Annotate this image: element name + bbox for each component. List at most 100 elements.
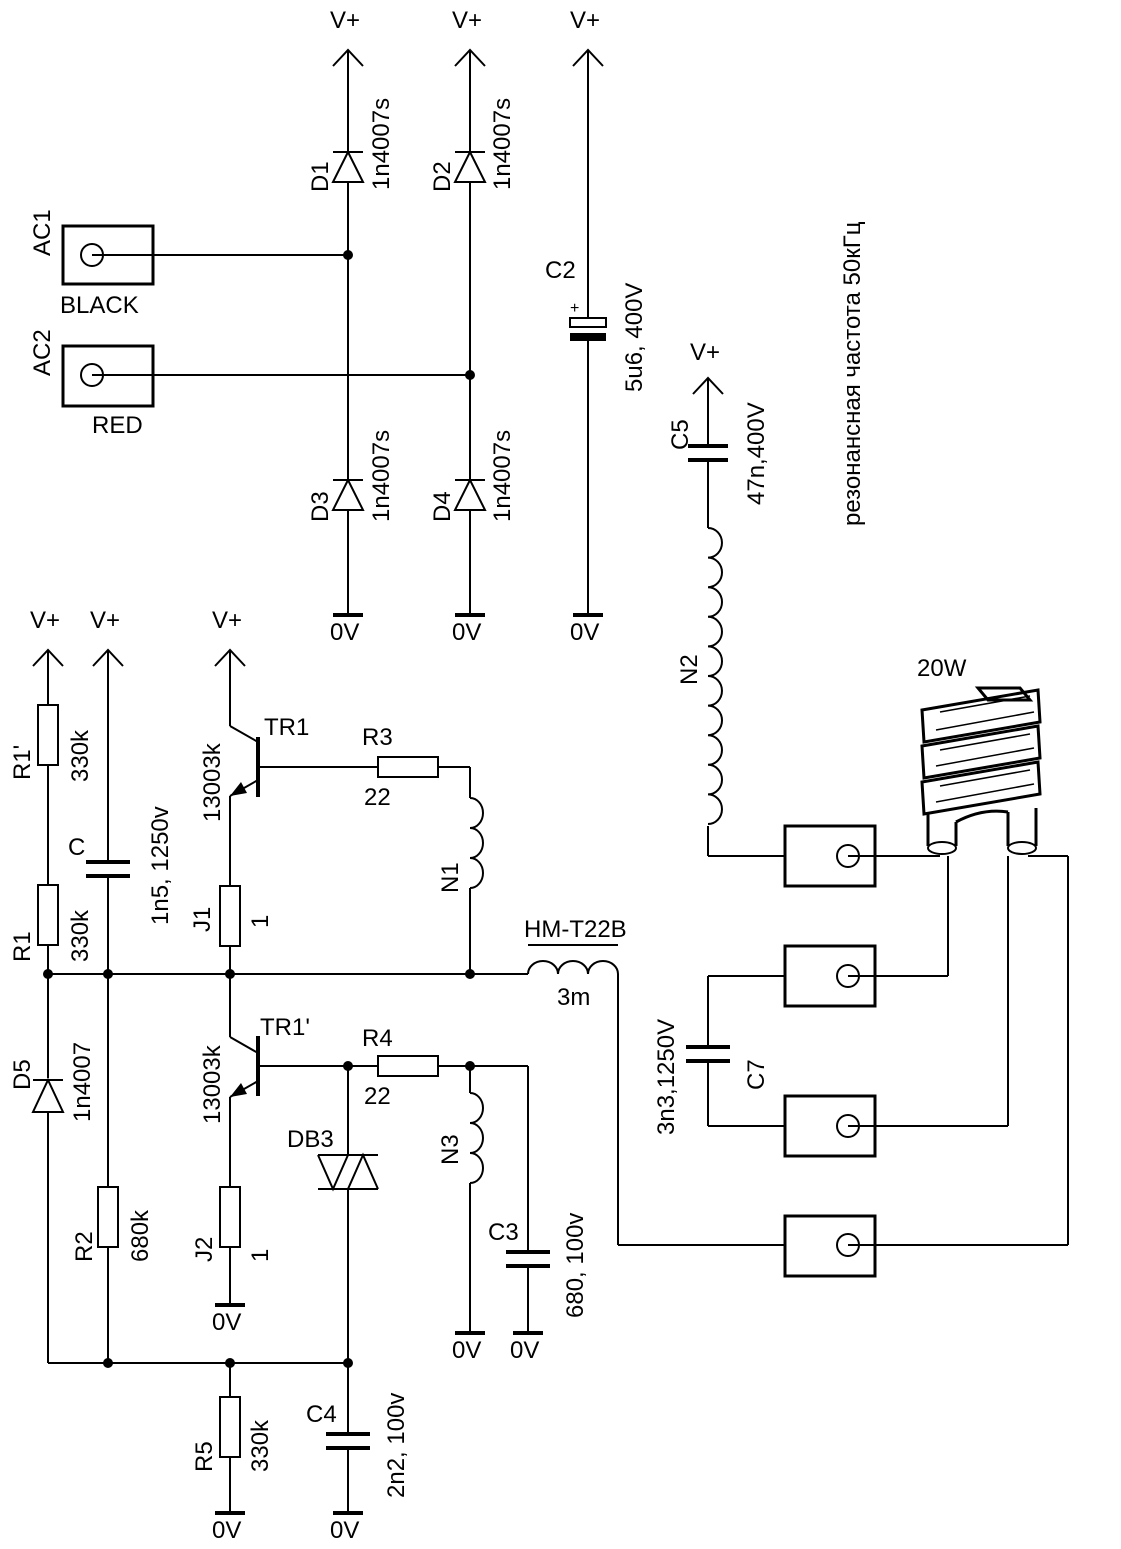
electrolytic-capacitor-icon: [569, 317, 607, 328]
svg-text:R4: R4: [362, 1025, 393, 1052]
terminal-icon: [836, 1114, 860, 1138]
svg-text:1n5, 1250v: 1n5, 1250v: [147, 806, 174, 925]
svg-text:N1: N1: [437, 862, 464, 893]
inductor-n1: N1: [437, 797, 484, 893]
terminal-icon: [836, 1233, 860, 1257]
lamp-terminals: [783, 824, 877, 1278]
svg-text:C: C: [68, 834, 85, 861]
vplus-label: V+: [330, 7, 360, 34]
resistor-r1-prime: R1' 330k: [9, 704, 94, 782]
vplus-label: V+: [690, 339, 720, 366]
svg-text:5u6, 400V: 5u6, 400V: [621, 283, 648, 392]
ac1-label: AC1: [29, 209, 56, 256]
vplus-arrow-icon: [572, 48, 604, 67]
resistor-icon: [219, 885, 241, 947]
diac-icon: [317, 1152, 379, 1192]
ground-label: 0V: [452, 1337, 481, 1364]
resistor-icon: [97, 1186, 119, 1248]
diode-d4: D4 1n4007s: [429, 430, 516, 522]
svg-text:3n3,1250V: 3n3,1250V: [653, 1019, 680, 1135]
svg-text:D1: D1: [307, 161, 334, 192]
terminal-icon: [836, 844, 860, 868]
resistor-icon: [219, 1396, 241, 1458]
terminal-icon: [80, 363, 104, 387]
svg-text:13003k: 13003k: [199, 1044, 226, 1124]
resistor-j1: J1 1: [189, 885, 274, 947]
svg-text:22: 22: [364, 1083, 391, 1110]
svg-text:1n4007s: 1n4007s: [489, 98, 516, 190]
ac2-color-label: RED: [92, 412, 143, 439]
connector-ac2: AC2 RED: [29, 329, 155, 439]
svg-text:D3: D3: [307, 491, 334, 522]
svg-text:13003k: 13003k: [199, 742, 226, 822]
svg-text:TR1: TR1: [264, 714, 309, 741]
svg-text:R1: R1: [9, 931, 36, 962]
svg-text:J2: J2: [191, 1237, 218, 1262]
svg-text:2n2, 100v: 2n2, 100v: [383, 1393, 410, 1498]
resistor-icon: [37, 884, 59, 946]
diode-d2: D2 1n4007s: [429, 98, 516, 192]
capacitor-c: C 1n5, 1250v: [68, 806, 174, 925]
svg-text:TR1': TR1': [260, 1014, 310, 1041]
svg-text:1n4007: 1n4007: [69, 1042, 96, 1122]
resistor-r3: R3 22: [362, 724, 439, 811]
svg-text:680, 100v: 680, 100v: [562, 1213, 589, 1318]
ground-label: 0V: [510, 1337, 539, 1364]
svg-text:N2: N2: [676, 654, 703, 685]
ground-label: 0V: [570, 619, 599, 646]
ground-label: 0V: [212, 1309, 241, 1336]
svg-text:R2: R2: [71, 1231, 98, 1262]
ground-label: 0V: [452, 619, 481, 646]
vplus-label: V+: [212, 607, 242, 634]
svg-text:C5: C5: [667, 419, 694, 450]
svg-text:1n4007s: 1n4007s: [368, 430, 395, 522]
svg-text:1: 1: [247, 1249, 274, 1262]
wires: [47, 50, 1069, 1513]
svg-text:R3: R3: [362, 724, 393, 751]
vplus-arrow-icon: [692, 376, 724, 395]
resistor-r5: R5 330k: [191, 1396, 274, 1472]
vplus-arrow-icon: [332, 48, 364, 67]
svg-text:22: 22: [364, 784, 391, 811]
vplus-arrow-icon: [454, 48, 486, 67]
capacitor-c3: C3 680, 100v: [488, 1213, 589, 1318]
svg-text:HM-T22B: HM-T22B: [524, 916, 627, 943]
capacitor-c4: C4 2n2, 100v: [306, 1393, 410, 1498]
vplus-arrow-icon: [92, 648, 124, 667]
vplus-label: V+: [570, 7, 600, 34]
svg-text:D4: D4: [429, 491, 456, 522]
svg-text:D5: D5: [9, 1059, 36, 1090]
svg-text:C4: C4: [306, 1401, 337, 1428]
capacitor-c5: C5 47n,400V: [667, 402, 770, 505]
svg-text:R5: R5: [191, 1441, 218, 1472]
vplus-symbols: V+ V+ V+ V+ V+ V+ V+: [30, 7, 724, 667]
diode-icon: [331, 477, 365, 511]
diode-icon: [331, 149, 365, 183]
diode-icon: [453, 149, 487, 183]
inductor-icon: [469, 797, 484, 889]
resistor-r4: R4 22: [362, 1025, 439, 1110]
capacitor-c2: + C2 5u6, 400V: [545, 257, 648, 392]
ground-label: 0V: [330, 619, 359, 646]
svg-text:C3: C3: [488, 1219, 519, 1246]
ac2-label: AC2: [29, 329, 56, 376]
vplus-label: V+: [452, 7, 482, 34]
terminal-icon: [80, 243, 104, 267]
inductor-icon: [527, 960, 619, 975]
diode-icon: [453, 477, 487, 511]
svg-text:J1: J1: [189, 907, 216, 932]
ac1-color-label: BLACK: [60, 292, 139, 319]
svg-text:1n4007s: 1n4007s: [368, 98, 395, 190]
resistor-j2: J2 1: [191, 1186, 274, 1262]
diode-d5: D5 1n4007: [9, 1042, 96, 1122]
svg-text:C7: C7: [743, 1059, 770, 1090]
svg-text:3m: 3m: [557, 984, 590, 1011]
svg-text:330k: 330k: [67, 909, 94, 962]
connector-ac1: AC1 BLACK: [29, 209, 155, 319]
resistor-icon: [37, 704, 59, 766]
svg-text:680k: 680k: [127, 1209, 154, 1262]
transistor-tr1-prime: TR1' 13003k: [199, 1014, 310, 1124]
vplus-arrow-icon: [214, 648, 246, 667]
svg-text:N3: N3: [437, 1134, 464, 1165]
vplus-label: V+: [30, 607, 60, 634]
